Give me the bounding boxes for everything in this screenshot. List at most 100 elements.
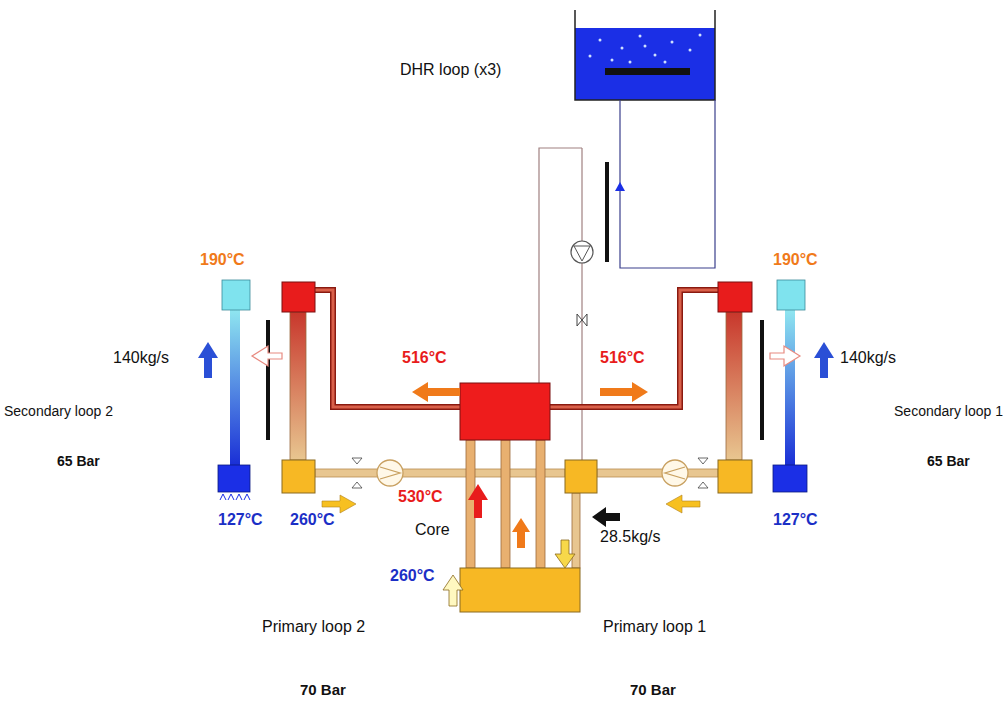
pressure-label: 70 Bar (300, 682, 346, 699)
loop-name: Secondary loop 2 (4, 404, 113, 419)
secondary-loop (222, 280, 250, 310)
dhr-valve (577, 314, 587, 326)
cold-leg-pipe (315, 469, 565, 477)
secondary-loop (218, 280, 807, 492)
bubbles (699, 34, 702, 37)
secondary-loop (777, 280, 805, 310)
flow-arrow (322, 495, 356, 513)
dhr-pump (571, 241, 593, 263)
temperature-label: 516°C (600, 349, 645, 367)
feed-symbol (220, 494, 250, 500)
flow-arrow (468, 484, 488, 518)
core-label: Core (415, 521, 450, 539)
check-valve (352, 458, 708, 488)
core-channel (466, 440, 580, 568)
bubbles (664, 61, 667, 64)
hot-leg-pipe (315, 290, 460, 407)
loop-name: Primary loop 2 (262, 618, 365, 636)
cold-leg-pipe (597, 469, 718, 477)
flow-rate-label: 28.5kg/s (600, 528, 660, 546)
bubbles (611, 59, 614, 62)
bubbles (671, 41, 674, 44)
primary-heat-exchanger (282, 282, 315, 312)
secondary-loop (785, 310, 795, 465)
bubbles (644, 45, 647, 48)
pressure-label: 70 Bar (630, 682, 676, 699)
check-valve (352, 482, 362, 488)
heat-exchanger-wall (760, 320, 764, 440)
check-valve (352, 458, 362, 464)
primary-heat-exchanger (282, 460, 315, 493)
dhr-primary-line (581, 148, 582, 460)
core-channel (466, 440, 475, 568)
primary-heat-exchanger (290, 312, 306, 460)
feed-symbol (220, 494, 250, 500)
flow-arrow (443, 575, 463, 606)
temperature-label: 190°C (773, 251, 818, 269)
heat-exchanger-wall (266, 320, 764, 440)
flow-arrow (592, 507, 620, 527)
bubbles (629, 61, 632, 64)
flow-arrow (198, 342, 218, 378)
flow-arrow (600, 382, 648, 402)
bubbles (589, 34, 702, 64)
secondary-loop (773, 465, 807, 492)
heat-exchanger-wall (266, 320, 270, 440)
bubbles (639, 35, 642, 38)
primary-heat-exchanger (718, 282, 752, 312)
temperature-label: 260°C (390, 567, 435, 585)
flow-arrow (814, 342, 834, 378)
bubbles (621, 47, 624, 50)
check-valve (698, 482, 708, 488)
hot-leg-pipe (550, 290, 718, 407)
dhr-secondary-loop (615, 100, 715, 268)
dhr-heat-exchanger-wall (605, 162, 609, 262)
primary-pump (665, 467, 685, 479)
check-valve (698, 458, 708, 464)
primary-heat-exchanger (718, 460, 752, 493)
dhr-primary-line (539, 148, 582, 383)
pressure-label: 65 Bar (927, 454, 970, 469)
temperature-label: 127°C (773, 511, 818, 529)
tank-heat-exchanger (605, 68, 690, 75)
secondary-loop (230, 310, 240, 465)
temperature-label: 530°C (398, 488, 443, 506)
dhr-secondary-loop (615, 182, 625, 191)
bubbles (654, 54, 657, 57)
bubbles (599, 39, 602, 42)
flow-arrow (412, 382, 460, 402)
flow-arrow (198, 342, 834, 606)
dhr-secondary-loop (620, 100, 715, 268)
temperature-label: 516°C (402, 349, 447, 367)
primary-pump (662, 460, 688, 486)
primary-pump (377, 460, 688, 486)
primary-heat-exchanger (726, 312, 742, 460)
flow-arrow (512, 518, 530, 548)
primary-heat-exchanger (282, 282, 752, 493)
core-channel (536, 440, 545, 568)
flow-arrow (666, 495, 700, 513)
junction-box (565, 460, 597, 493)
dhr-pump (571, 241, 593, 263)
dhr-tank (575, 10, 715, 100)
hot-leg-pipe (550, 290, 718, 407)
cold-leg-pipe (315, 469, 718, 477)
dhr-pump (574, 246, 590, 261)
pressure-label: 65 Bar (57, 454, 100, 469)
temperature-label: 190°C (200, 251, 245, 269)
flow-rate-label: 140kg/s (113, 349, 169, 367)
primary-pump (377, 460, 403, 486)
loop-title: DHR loop (x3) (400, 61, 501, 79)
loop-name: Primary loop 1 (603, 618, 706, 636)
flow-rate-label: 140kg/s (840, 349, 896, 367)
temperature-label: 260°C (290, 511, 335, 529)
dhr-tank (575, 28, 715, 100)
flow-arrow (770, 346, 800, 366)
dhr-tank (575, 10, 715, 100)
primary-pump (380, 467, 400, 479)
bubbles (589, 55, 592, 58)
secondary-loop (218, 465, 250, 492)
flow-arrow (252, 346, 282, 366)
loop-name: Secondary loop 1 (894, 404, 1003, 419)
